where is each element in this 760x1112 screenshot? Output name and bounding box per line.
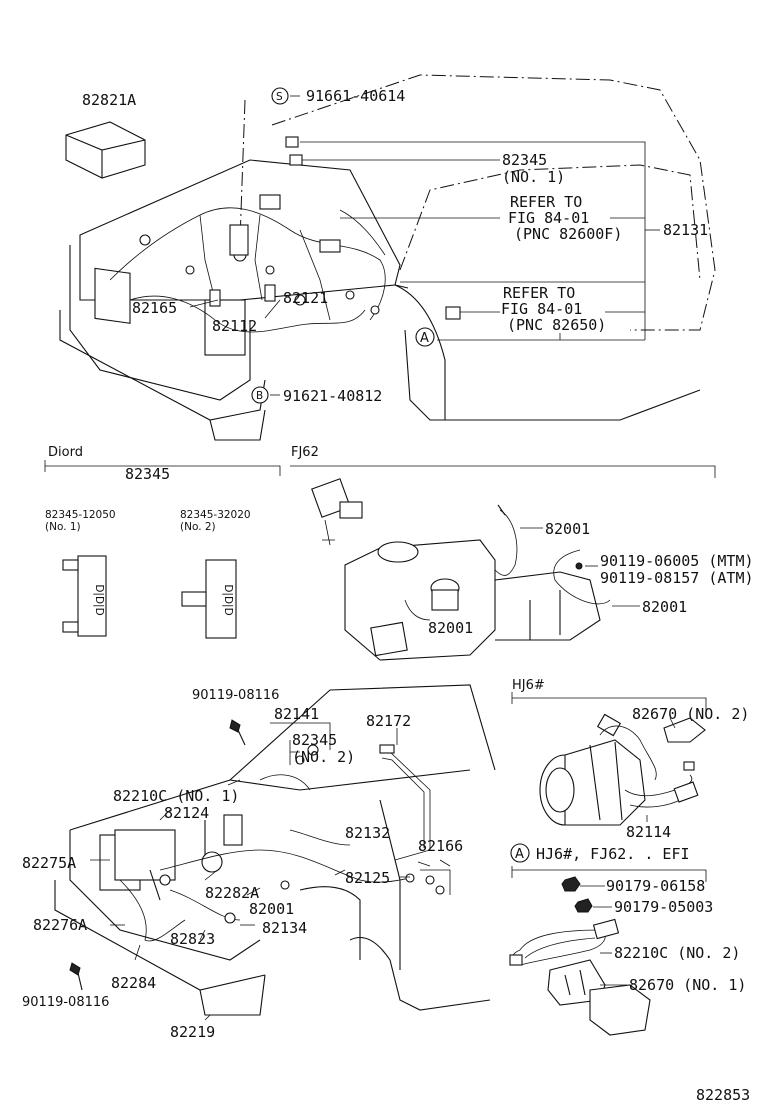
label-82112: 82112 (212, 317, 257, 335)
label-82001-fj62-a: 82001 (545, 520, 590, 538)
a-mark-letter-top: A (420, 331, 429, 346)
label-82166: 82166 (418, 837, 463, 855)
label-82165: 82165 (132, 299, 177, 317)
top-leader-lines (189, 95, 660, 396)
label-82124: 82124 (164, 804, 209, 822)
label-90179-06158: 90179-06158 (606, 877, 705, 895)
label-82210C-no1: 82210C (NO. 1) (113, 787, 239, 805)
a-mark-circle-bottom (510, 843, 530, 863)
label-refer-1-line3: (PNC 82600F) (514, 225, 622, 243)
label-82345-12050: 82345-12050 (45, 509, 116, 521)
label-82114: 82114 (626, 823, 671, 841)
efi-section (509, 866, 707, 1036)
label-90119-06005: 90119-06005 (MTM) (600, 552, 754, 570)
label-90119-08157: 90119-08157 (ATM) (600, 569, 754, 587)
label-82345-no1: 82345 (502, 151, 547, 169)
top-vehicle-drawing (59, 74, 716, 441)
label-82001-fj62-c: 82001 (428, 619, 473, 637)
label-82275A: 82275A (22, 854, 76, 872)
label-82821A: 82821A (82, 91, 136, 109)
efi-leader-lines (580, 885, 627, 986)
label-82823: 82823 (170, 930, 215, 948)
diode-2-marking: D|D|D (222, 584, 234, 615)
label-diord-82345: 82345 (125, 465, 170, 483)
label-82131: 82131 (663, 221, 708, 239)
label-diode-no2: (No. 2) (180, 521, 216, 533)
label-82345-no1-sub: (NO. 1) (502, 168, 565, 186)
label-91661-40614: 91661-40614 (306, 87, 405, 105)
label-diode-no1: (No. 1) (45, 521, 81, 533)
label-90179-05003: 90179-05003 (614, 898, 713, 916)
label-fj62: FJ62 (291, 445, 319, 460)
label-hj6: HJ6# (512, 678, 545, 693)
label-82132: 82132 (345, 824, 390, 842)
label-82210C-no2: 82210C (NO. 2) (614, 944, 740, 962)
label-82276A: 82276A (33, 916, 87, 934)
s-mark-letter: S (276, 91, 283, 103)
label-refer-2-line1: REFER TO (503, 284, 575, 302)
label-82134: 82134 (262, 919, 307, 937)
label-82001-fj62-b: 82001 (642, 598, 687, 616)
label-82345-no2-sub: (NO. 2) (292, 748, 355, 766)
fj62-leader-lines (520, 527, 640, 607)
a-mark-circle-top (415, 327, 435, 347)
label-refer-2-line2: FIG 84-01 (501, 300, 582, 318)
label-82670-no2: 82670 (NO. 2) (632, 705, 749, 723)
label-refer-1-line1: REFER TO (510, 193, 582, 211)
label-82345-no2: 82345 (292, 731, 337, 749)
hj6-leader-lines (646, 717, 676, 822)
label-91621-40812: 91621-40812 (283, 387, 382, 405)
label-82282A: 82282A (205, 884, 259, 902)
label-82670-no1: 82670 (NO. 1) (629, 976, 746, 994)
label-82284: 82284 (111, 974, 156, 992)
diode-1-marking: D|D|D (93, 584, 105, 615)
label-90119-08116-bottom: 90119-08116 (22, 995, 109, 1010)
label-82141: 82141 (274, 705, 319, 723)
s-mark-circle (271, 87, 289, 105)
hj6-drawing (511, 692, 707, 826)
label-refer-1-line2: FIG 84-01 (508, 209, 589, 227)
label-90119-08116-top: 90119-08116 (192, 688, 279, 703)
label-82219: 82219 (170, 1023, 215, 1041)
a-mark-letter-bottom: A (515, 847, 524, 862)
fj62-engine-drawing (290, 465, 716, 661)
diord-section: D|D|D D|D|D (44, 460, 281, 639)
b-mark-circle (251, 386, 269, 404)
label-diord: Diord (48, 445, 83, 460)
label-82121: 82121 (283, 289, 328, 307)
label-refer-2-line3: (PNC 82650) (507, 316, 606, 334)
label-82125: 82125 (345, 869, 390, 887)
label-82001-bottom: 82001 (249, 900, 294, 918)
b-mark-letter: B (256, 390, 263, 402)
label-82345-32020: 82345-32020 (180, 509, 251, 521)
bottom-leader-lines (90, 722, 451, 1021)
bottom-vehicle-drawing (54, 684, 496, 1016)
figure-number: 822853 (696, 1086, 750, 1104)
label-efi-title: HJ6#, FJ62. . EFI (536, 845, 690, 863)
label-82172: 82172 (366, 712, 411, 730)
